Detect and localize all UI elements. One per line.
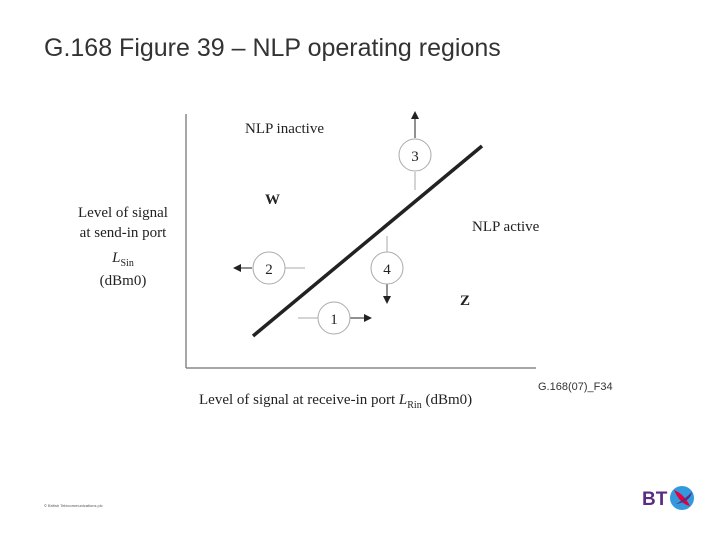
region-w: W (265, 192, 280, 208)
bt-logo: BT (642, 486, 694, 510)
footer-copyright: © British Telecommunications plc (44, 503, 103, 508)
slide-title: G.168 Figure 39 – NLP operating regions (44, 34, 501, 62)
marker-4-label: 4 (383, 262, 391, 278)
y-axis-subscript: Sin (121, 258, 134, 269)
marker-4-circle (370, 251, 404, 285)
x-axis-subscript: Rin (407, 400, 421, 411)
region-z: Z (460, 293, 470, 309)
marker-2-circle (252, 251, 286, 285)
marker-1-label: 1 (330, 312, 338, 328)
y-axis-label-line2: at send-in port (80, 225, 167, 241)
marker-3-label: 3 (411, 149, 419, 165)
y-axis-label-unit: (dBm0) (100, 273, 147, 289)
x-axis-symbol: L (398, 392, 407, 408)
y-axis-label-line1: Level of signal (78, 205, 168, 221)
figure-reference: G.168(07)_F34 (538, 381, 613, 393)
bt-globe-accent-icon (674, 490, 690, 506)
x-axis-label-text: Level of signal at receive-in port (199, 392, 399, 408)
bt-globe-highlight-icon (676, 492, 692, 504)
marker-1-circle (317, 301, 351, 335)
marker-2-label: 2 (265, 262, 273, 278)
bt-logo-text: BT (642, 489, 668, 510)
y-axis-label-symbol: LSin (111, 250, 134, 269)
marker-3-circle (398, 138, 432, 172)
x-axis-label: Level of signal at receive-in port LRin … (199, 392, 472, 411)
region-nlp-inactive: NLP inactive (245, 121, 324, 137)
y-axis-symbol: L (111, 250, 120, 266)
region-nlp-active: NLP active (472, 219, 540, 235)
x-axis-unit: (dBm0) (422, 392, 472, 408)
nlp-threshold-line (251, 144, 484, 338)
